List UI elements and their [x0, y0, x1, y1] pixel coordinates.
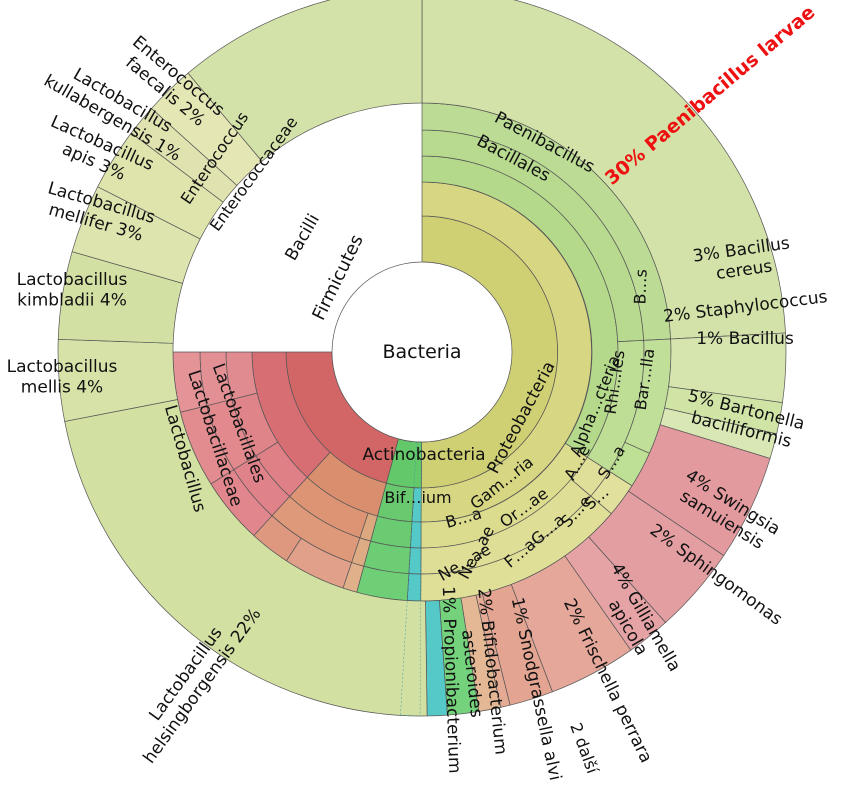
center-hole	[331, 261, 513, 443]
root-label: Bacteria	[383, 341, 462, 363]
chart-wedges	[57, 0, 787, 717]
wedge-lactobacillus-helsingborgensis[interactable]	[64, 399, 428, 717]
label-other-2: 2 další	[566, 720, 602, 776]
wedge-paenibacillus-larvae-rest[interactable]	[187, 0, 423, 162]
label-bifidobacteriales: Bif…ium	[384, 488, 451, 507]
label-actinobacteria: Actinobacteria	[362, 445, 485, 465]
wedge-propionibacterium[interactable]	[406, 573, 422, 602]
label-bacillus-sp: 1% Bacillus	[696, 329, 794, 349]
label-bacillales-other: B…s	[630, 269, 650, 305]
label-bacilli: Bacilli	[281, 211, 323, 265]
wedge-propionibacteriaceae[interactable]	[408, 547, 422, 575]
wedge-paenibacillus-larvae[interactable]	[421, 0, 786, 340]
